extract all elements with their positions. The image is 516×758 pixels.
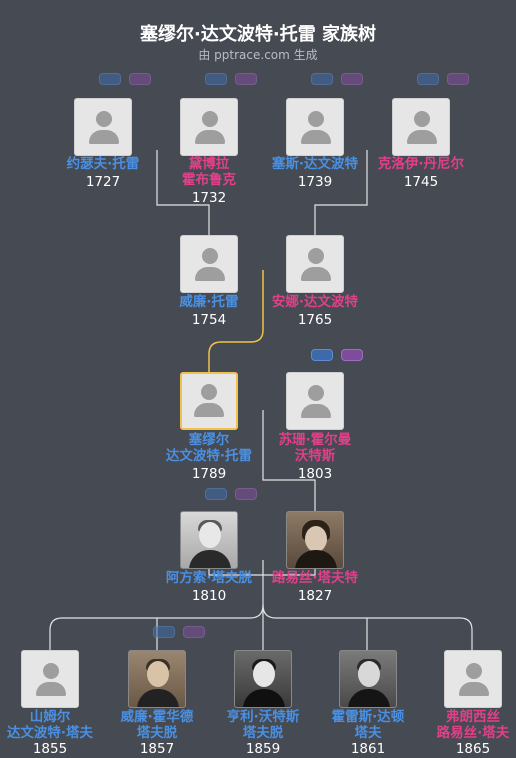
avatar[interactable] [21,650,79,708]
person-silhouette-icon [308,385,324,401]
birth-year: 1855 [32,741,68,757]
birth-year: 1727 [85,174,121,190]
mother-toggle[interactable] [341,349,363,361]
person-name[interactable]: 安娜·达文波特 [271,294,359,310]
tree-subtitle: 由 pptrace.com 生成 [198,48,318,62]
person-name[interactable]: 达文波特·托雷 [165,448,253,464]
person-name[interactable]: 约瑟夫·托雷 [66,156,140,172]
mother-toggle[interactable] [341,73,363,85]
person-name[interactable]: 苏珊·霍尔曼 [278,432,352,448]
person-silhouette-icon [308,111,324,127]
mother-toggle[interactable] [447,73,469,85]
tree-title: 塞缪尔·达文波特·托雷 家族树 [140,24,376,45]
connector-line [262,410,316,511]
person-name[interactable]: 沃特斯 [294,448,336,464]
father-toggle[interactable] [417,73,439,85]
person-silhouette-icon [96,111,112,127]
birth-year: 1754 [191,312,227,328]
portrait-photo[interactable] [339,650,397,708]
mother-toggle[interactable] [129,73,151,85]
father-toggle[interactable] [205,488,227,500]
person-name[interactable]: 亨利·沃特斯 [226,709,300,725]
birth-year: 1865 [455,741,491,757]
person-name[interactable]: 塔夫脱 [136,725,178,741]
person-name[interactable]: 路易丝·塔夫特 [271,570,359,586]
person-silhouette-icon [202,248,218,264]
person-name[interactable]: 路易丝·塔夫 [436,725,510,741]
person-name[interactable]: 霍布鲁克 [182,172,236,188]
portrait-photo[interactable] [286,511,344,569]
person-name[interactable]: 阿方索·塔夫脱 [165,570,253,586]
person-name[interactable]: 克洛伊·丹尼尔 [377,156,465,172]
birth-year: 1732 [191,190,227,206]
birth-year: 1789 [191,466,227,482]
avatar[interactable] [286,98,344,156]
birth-year: 1765 [297,312,333,328]
portrait-photo[interactable] [180,511,238,569]
person-name[interactable]: 达文波特·塔夫 [6,725,94,741]
person-name[interactable]: 威廉·霍华德 [120,709,194,725]
avatar[interactable] [444,650,502,708]
person-silhouette-icon [202,111,218,127]
birth-year: 1739 [297,174,333,190]
connector-line [314,150,368,235]
person-silhouette-icon [201,384,217,400]
portrait-photo[interactable] [234,650,292,708]
connector-line [262,604,473,650]
mother-toggle[interactable] [235,488,257,500]
avatar[interactable] [74,98,132,156]
connector-line [156,150,210,235]
birth-year: 1857 [139,741,175,757]
father-toggle[interactable] [99,73,121,85]
person-name[interactable]: 霍雷斯·达顿 [331,709,405,725]
birth-year: 1803 [297,466,333,482]
person-name[interactable]: 塔夫脱 [242,725,284,741]
person-name[interactable]: 威廉·托雷 [179,294,239,310]
highlight-connector [208,270,264,372]
father-toggle[interactable] [311,349,333,361]
person-name[interactable]: 塞缪尔 [188,432,230,448]
person-name[interactable]: 黛博拉 [188,156,230,172]
person-name[interactable]: 塔夫 [354,725,382,741]
person-silhouette-icon [466,663,482,679]
avatar[interactable] [180,98,238,156]
person-name[interactable]: 山姆尔 [29,709,71,725]
birth-year: 1859 [245,741,281,757]
person-silhouette-icon [414,111,430,127]
avatar[interactable] [392,98,450,156]
avatar[interactable] [180,235,238,293]
portrait-photo[interactable] [128,650,186,708]
mother-toggle[interactable] [235,73,257,85]
person-silhouette-icon [308,248,324,264]
birth-year: 1810 [191,588,227,604]
birth-year: 1827 [297,588,333,604]
birth-year: 1861 [350,741,386,757]
avatar[interactable] [286,372,344,430]
mother-toggle[interactable] [183,626,205,638]
avatar[interactable] [286,235,344,293]
avatar-selected[interactable] [180,372,238,430]
birth-year: 1745 [403,174,439,190]
person-silhouette-icon [43,663,59,679]
father-toggle[interactable] [153,626,175,638]
father-toggle[interactable] [205,73,227,85]
person-name[interactable]: 弗朗西丝 [446,709,500,725]
connector-line [49,604,264,650]
person-name[interactable]: 塞斯·达文波特 [271,156,359,172]
father-toggle[interactable] [311,73,333,85]
